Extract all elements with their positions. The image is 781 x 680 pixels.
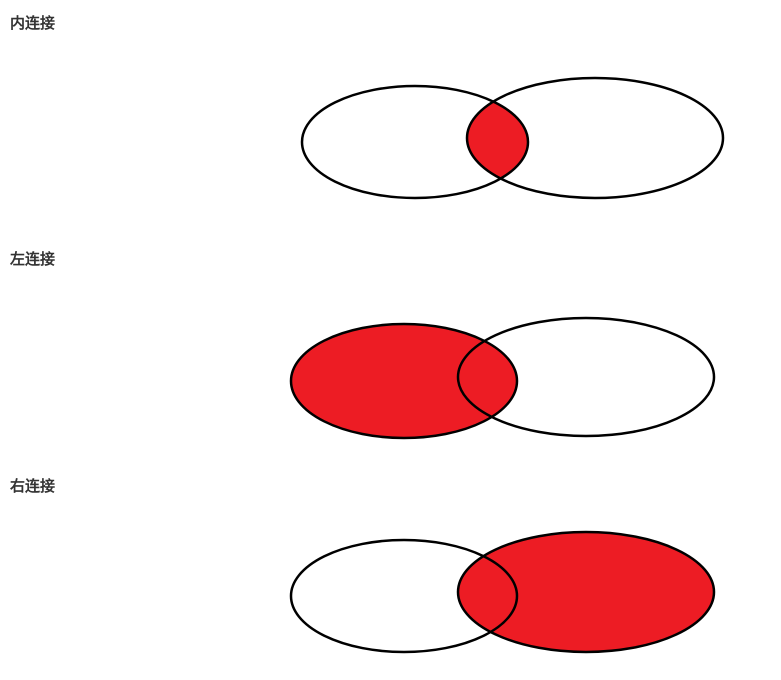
left-join-left-ellipse xyxy=(289,322,519,440)
left-join-diagram xyxy=(289,316,716,440)
inner-join-left-ellipse xyxy=(300,84,530,200)
left-join-highlight-left xyxy=(291,324,517,438)
inner-join-right-ellipse xyxy=(465,76,725,200)
left-join-title: 左连接 xyxy=(10,250,56,268)
inner-join-title: 内连接 xyxy=(10,14,56,32)
right-join-highlight-right xyxy=(458,532,714,652)
right-join-left-ellipse xyxy=(289,538,519,654)
inner-join-diagram xyxy=(300,76,725,200)
right-join-title: 右连接 xyxy=(10,477,56,495)
right-join-diagram xyxy=(289,530,716,654)
left-join-right-ellipse xyxy=(456,316,716,438)
right-join-right-ellipse xyxy=(456,530,716,654)
